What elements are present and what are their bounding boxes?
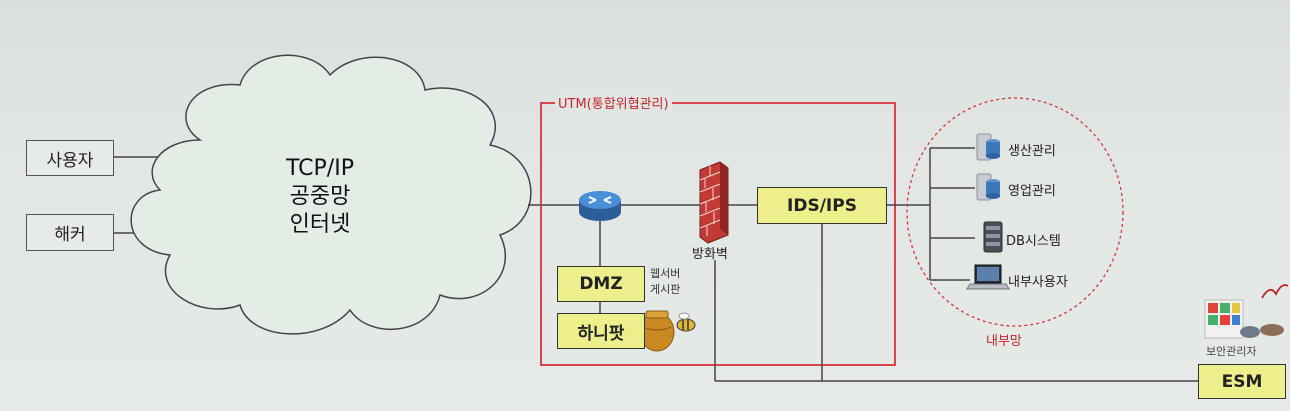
laptop-icon xyxy=(966,264,1010,290)
utm-border xyxy=(540,102,896,366)
internal-item-3: DB시스템 xyxy=(1006,234,1061,249)
security-admin-label: 보안관리자 xyxy=(1206,345,1257,358)
cloud-label: TCP/IP 공중망 인터넷 xyxy=(245,155,395,239)
firewall-icon xyxy=(699,161,729,244)
cloud-line-2: 공중망 xyxy=(289,184,351,209)
utm-title: UTM(통합위협관리) xyxy=(555,93,672,112)
cloud-line-1: TCP/IP xyxy=(286,156,354,181)
internal-item-4: 내부사용자 xyxy=(1008,275,1068,290)
honeypot-box: 하니팟 xyxy=(557,313,645,349)
server-icon xyxy=(976,133,1000,161)
esm-box: ESM xyxy=(1198,364,1286,399)
dmz-box: DMZ xyxy=(557,266,645,302)
user-label: 사용자 xyxy=(46,150,94,171)
server-icon xyxy=(976,173,1000,201)
ids-ips-label: IDS/IPS xyxy=(787,195,857,216)
cloud-line-3: 인터넷 xyxy=(289,212,351,237)
honeypot-jar-icon xyxy=(639,310,675,352)
dmz-note-line-2: 게시판 xyxy=(650,283,681,296)
security-admin-icon xyxy=(1204,284,1289,339)
router-icon xyxy=(579,191,621,221)
internet-cloud xyxy=(130,54,532,335)
firewall-label: 방화벽 xyxy=(692,247,728,262)
dmz-note: 웹서버 게시판 xyxy=(650,266,680,298)
dmz-label: DMZ xyxy=(579,274,623,294)
hacker-box: 해커 xyxy=(26,214,114,251)
internal-network-ellipse xyxy=(906,97,1124,327)
internal-item-2: 영업관리 xyxy=(1008,184,1056,199)
dmz-note-line-1: 웹서버 xyxy=(650,267,681,280)
user-box: 사용자 xyxy=(26,140,114,176)
ids-ips-box: IDS/IPS xyxy=(757,187,887,224)
hacker-label: 해커 xyxy=(54,225,86,245)
internal-network-label: 내부망 xyxy=(986,334,1022,349)
database-icon xyxy=(983,221,1003,253)
honeypot-label: 하니팟 xyxy=(577,323,625,344)
bee-icon xyxy=(676,312,696,332)
esm-label: ESM xyxy=(1221,371,1263,392)
internal-item-1: 생산관리 xyxy=(1008,144,1056,159)
